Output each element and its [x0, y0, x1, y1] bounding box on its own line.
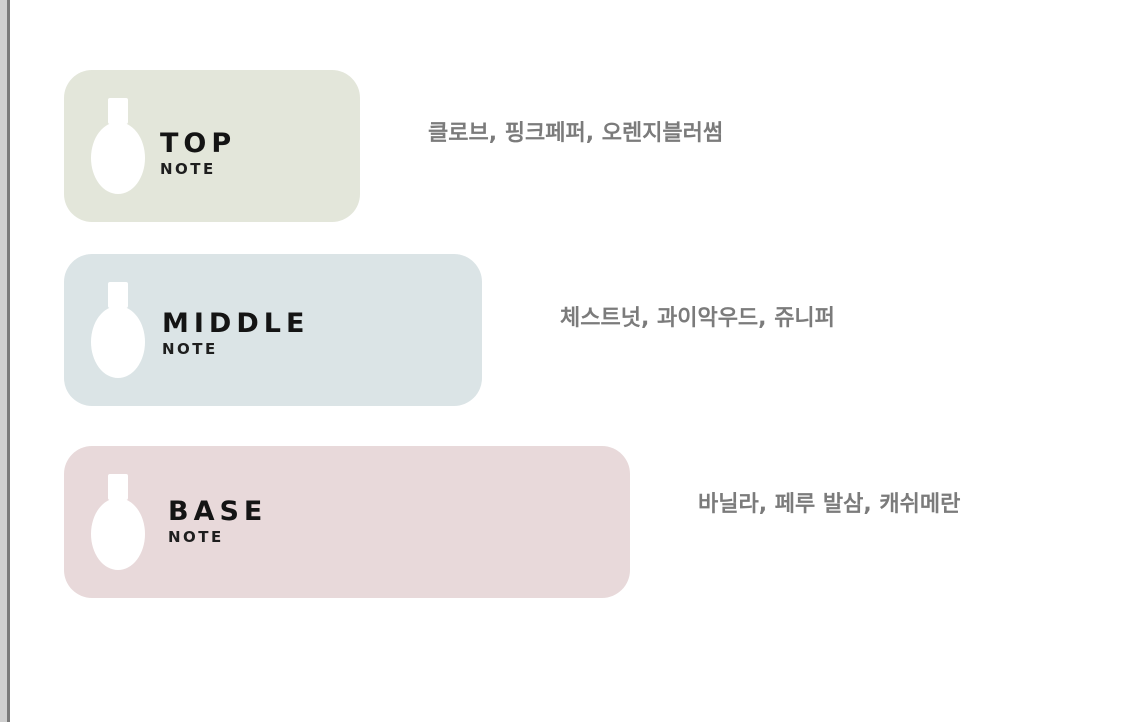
top-note-title: TOP: [160, 128, 237, 159]
base-note-card: BASE NOTE: [64, 446, 630, 598]
window-left-border: [0, 0, 10, 722]
perfume-bottle-icon: [90, 474, 146, 570]
perfume-bottle-icon: [90, 282, 146, 378]
top-note-card: TOP NOTE: [64, 70, 360, 222]
base-note-ingredients: 바닐라, 페루 발삼, 캐쉬메란: [698, 492, 961, 517]
base-note-subtitle: NOTE: [168, 528, 224, 546]
middle-note-ingredients: 체스트넛, 과이악우드, 쥬니퍼: [560, 306, 835, 331]
middle-note-card: MIDDLE NOTE: [64, 254, 482, 406]
middle-note-subtitle: NOTE: [162, 340, 218, 358]
middle-note-title: MIDDLE: [162, 308, 310, 339]
top-note-subtitle: NOTE: [160, 160, 216, 178]
top-note-ingredients: 클로브, 핑크페퍼, 오렌지블러썸: [428, 121, 724, 146]
perfume-bottle-icon: [90, 98, 146, 194]
base-note-title: BASE: [168, 496, 268, 527]
